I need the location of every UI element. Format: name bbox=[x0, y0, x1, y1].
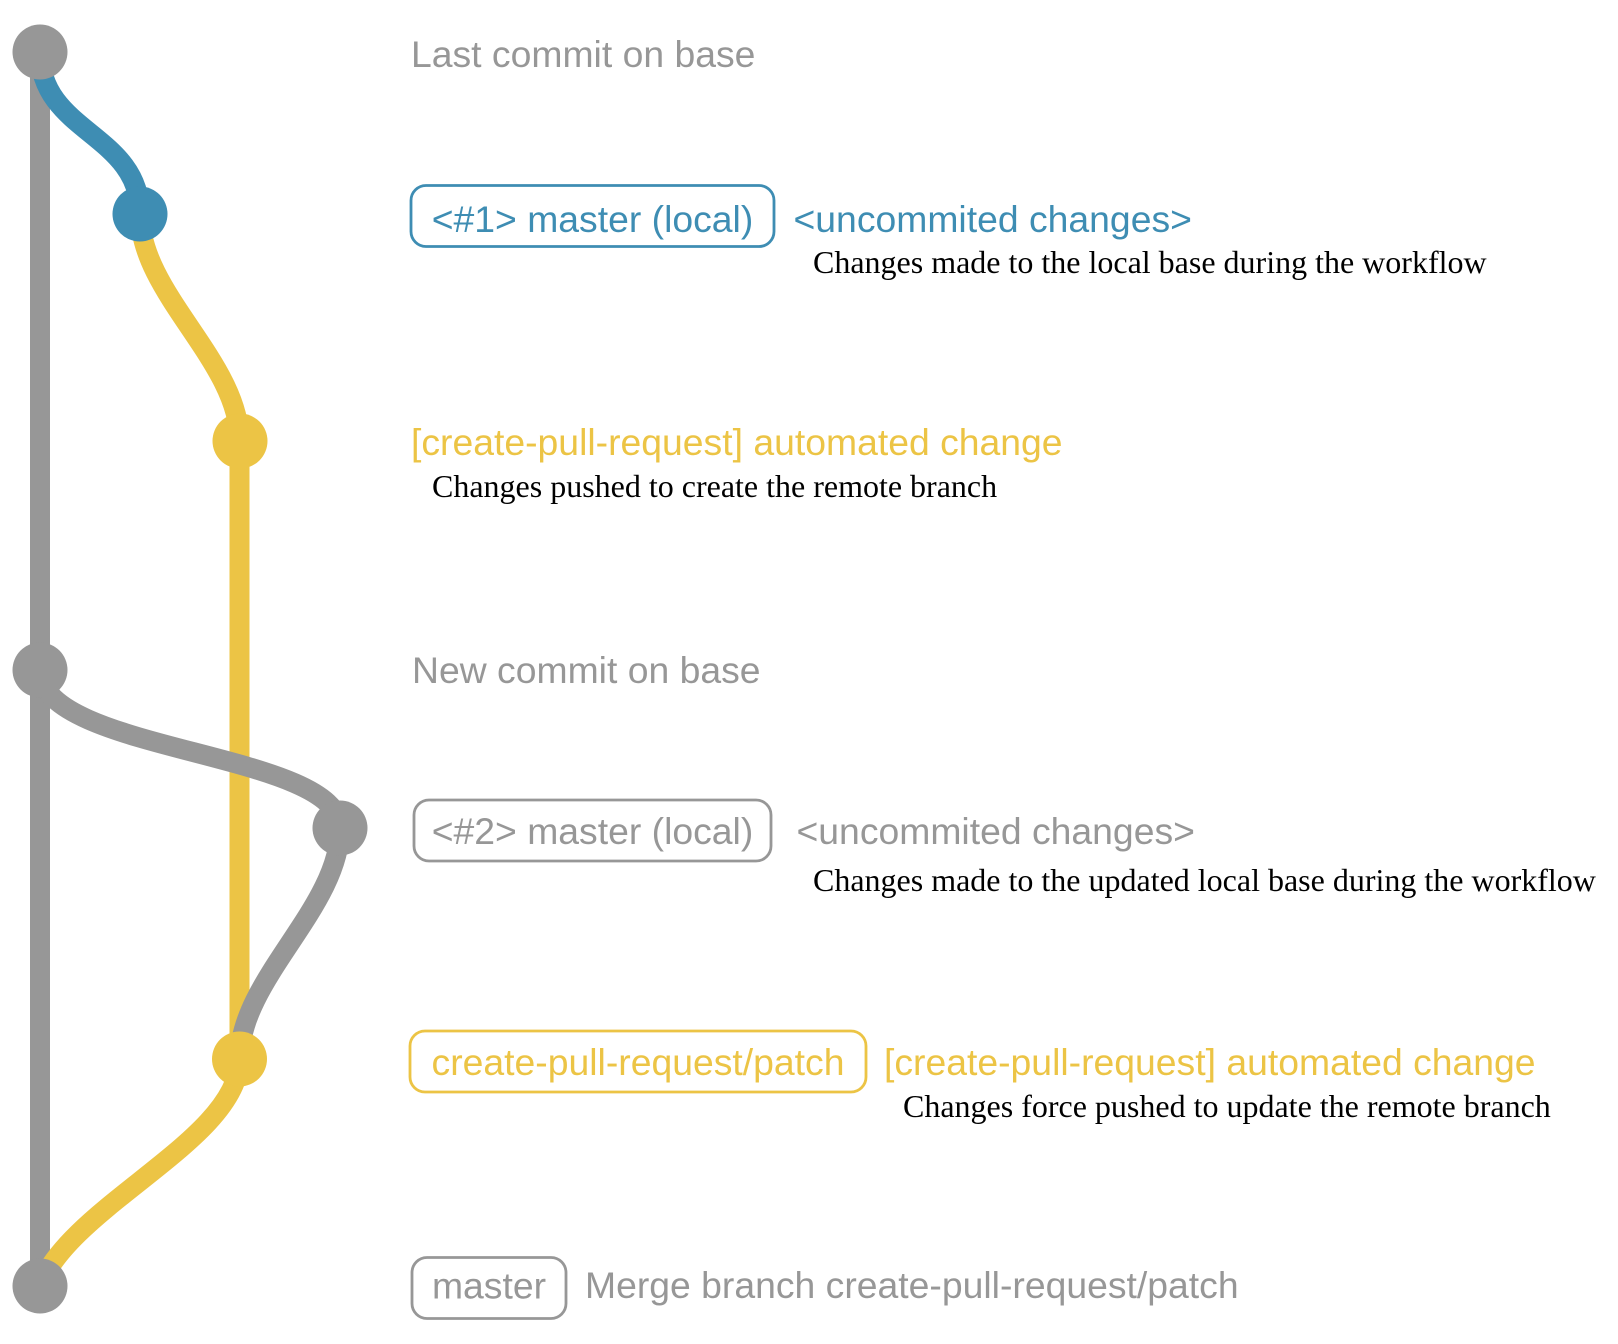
svg-text:create-pull-request/patch: create-pull-request/patch bbox=[432, 1041, 845, 1083]
svg-text:Merge branch create-pull-reque: Merge branch create-pull-request/patch bbox=[585, 1264, 1239, 1306]
svg-text:[create-pull-request] automate: [create-pull-request] automated change bbox=[884, 1041, 1536, 1083]
svg-text:<uncommited changes>: <uncommited changes> bbox=[794, 198, 1192, 240]
svg-text:Changes pushed to create the r: Changes pushed to create the remote bran… bbox=[432, 468, 997, 504]
svg-text:master: master bbox=[432, 1265, 546, 1307]
svg-text:New commit on base: New commit on base bbox=[412, 649, 761, 691]
svg-text:[create-pull-request] automate: [create-pull-request] automated change bbox=[411, 421, 1063, 463]
svg-text:<#2> master (local): <#2> master (local) bbox=[432, 810, 754, 852]
svg-text:Last commit on base: Last commit on base bbox=[411, 33, 755, 75]
svg-text:Changes made to the updated lo: Changes made to the updated local base d… bbox=[813, 862, 1596, 898]
svg-text:Changes force pushed to update: Changes force pushed to update the remot… bbox=[903, 1088, 1551, 1124]
svg-text:<#1> master (local): <#1> master (local) bbox=[432, 198, 754, 240]
svg-text:Changes made to the local base: Changes made to the local base during th… bbox=[813, 244, 1487, 280]
svg-text:<uncommited changes>: <uncommited changes> bbox=[797, 810, 1195, 852]
